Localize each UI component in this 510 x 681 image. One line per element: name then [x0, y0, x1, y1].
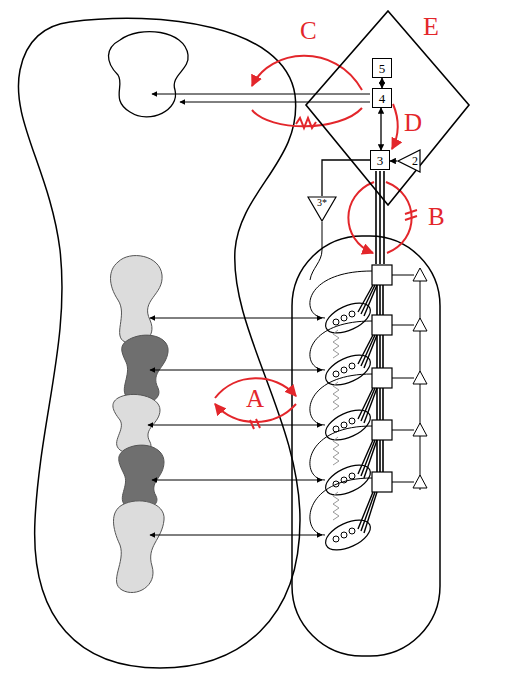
column-line [382, 335, 384, 368]
gray-squiggle [333, 330, 339, 358]
cell-link [392, 482, 414, 483]
cell-dot [349, 418, 355, 424]
cell-triangle [413, 318, 427, 331]
callout-letter: B [428, 204, 445, 229]
relay-triangle: 3* [307, 196, 337, 222]
cell-link [392, 275, 414, 276]
red-loops [215, 56, 417, 429]
cell-fiber [361, 388, 375, 421]
cell-box [372, 315, 392, 335]
cell-fiber [364, 285, 377, 316]
cortex-outline [292, 236, 440, 656]
column-line [376, 285, 378, 315]
layer-box: 5 [372, 58, 392, 78]
column-line [379, 285, 381, 315]
node-text: 3* [317, 198, 327, 208]
connector [380, 108, 381, 150]
column-line [382, 440, 384, 472]
layer-box: 4 [372, 88, 392, 108]
region-column [111, 256, 169, 593]
loop-curve [310, 271, 372, 318]
cell-dot [341, 367, 347, 373]
cell-box [372, 265, 392, 285]
column-line [376, 388, 378, 420]
loop-line [310, 222, 322, 280]
descending-lines [376, 171, 384, 264]
callout-letter: A [246, 386, 264, 411]
loop-curve [310, 374, 372, 425]
callout-letter: D [404, 110, 422, 135]
callout-letter: C [300, 18, 317, 43]
projection-arrows [148, 318, 322, 535]
layer-box: 3 [370, 150, 390, 170]
cell-oval [321, 404, 375, 446]
loop-curve [310, 478, 372, 535]
cell-dot [349, 311, 355, 317]
cell-dot [349, 528, 355, 534]
cell-fiber [361, 492, 375, 531]
node-text: 2 [412, 155, 418, 167]
cell-fiber [364, 388, 377, 423]
loop-curve [310, 426, 372, 480]
cell-dot [341, 315, 347, 321]
cell-triangle [413, 268, 427, 281]
cell-dot [333, 371, 339, 377]
cell-link [392, 325, 414, 326]
column-line [376, 440, 378, 472]
cell-box [372, 368, 392, 388]
cell-box [372, 420, 392, 440]
gray-squiggle [333, 437, 339, 465]
connector [322, 160, 370, 196]
loop-curve [310, 321, 372, 370]
diamond-outline [305, 10, 470, 206]
cell-link [392, 378, 414, 379]
cell-fiber [364, 492, 377, 533]
cell-link [392, 430, 414, 431]
connector [390, 160, 397, 161]
cell-fiber [361, 335, 375, 366]
column-line [376, 335, 378, 368]
cell-fiber [364, 335, 377, 368]
cell-triangle [413, 475, 427, 488]
cell-dot [341, 532, 347, 538]
input-triangle: 2 [397, 149, 421, 173]
cell-dot [349, 473, 355, 479]
circuit-diamond: E 5 4 3 2 [305, 10, 470, 206]
connector [381, 78, 382, 88]
column-line [379, 335, 381, 368]
cell-oval [321, 514, 375, 556]
column-line [379, 388, 381, 420]
column-line [382, 388, 384, 420]
cell-dot [349, 363, 355, 369]
cell-box [372, 472, 392, 492]
node-text: 4 [379, 92, 386, 105]
node-text: E [423, 14, 439, 40]
gray-squiggle [333, 492, 339, 520]
cell-dot [341, 422, 347, 428]
cortex-column [310, 265, 427, 556]
cell-fiber [361, 440, 375, 476]
gray-squiggle [333, 382, 339, 410]
cell-dot [333, 536, 339, 542]
node-text: 5 [379, 62, 386, 75]
column-line [382, 285, 384, 315]
cell-oval [321, 349, 375, 391]
cell-dot [333, 319, 339, 325]
node-text: 3 [377, 154, 384, 167]
cell-triangle [413, 371, 427, 384]
cell-triangle [413, 423, 427, 436]
cell-fiber [361, 285, 375, 314]
column-line [379, 440, 381, 472]
top-projection-arrows [152, 94, 370, 102]
top-region [108, 32, 188, 117]
